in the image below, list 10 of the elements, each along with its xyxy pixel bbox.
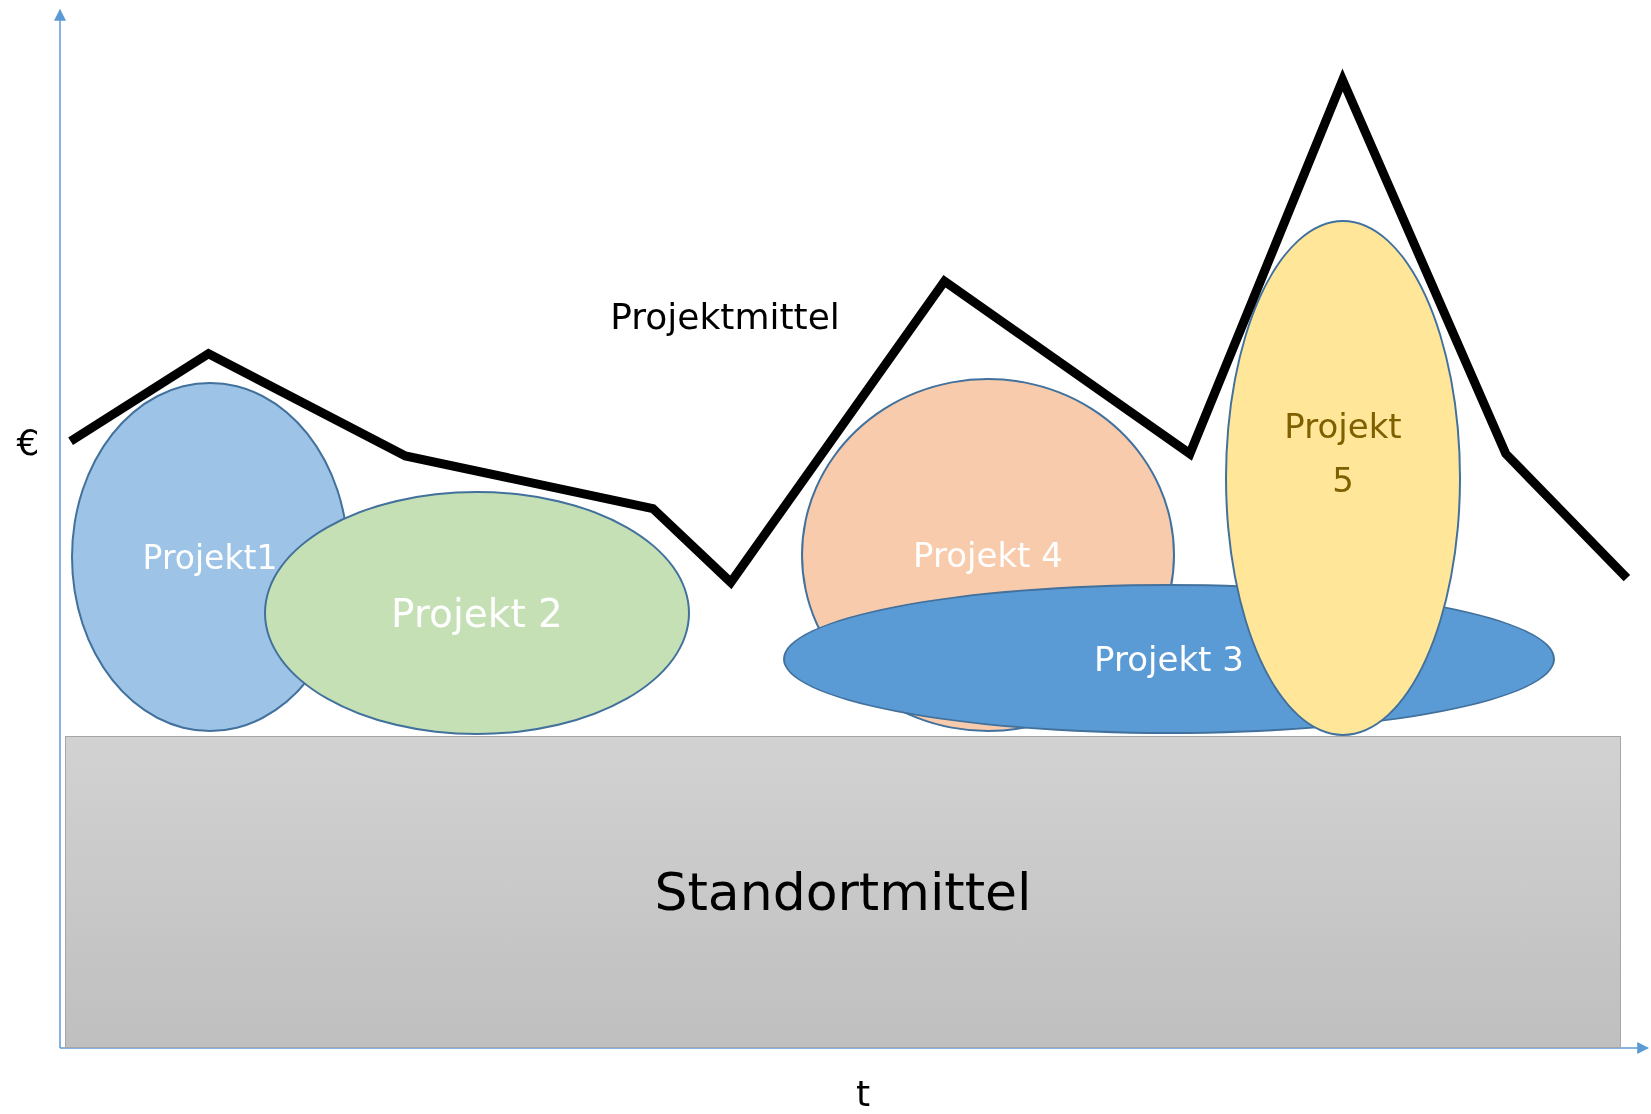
bar-label: Standortmittel <box>654 862 1032 922</box>
funding-caption: Projektmittel <box>610 295 840 337</box>
project-label: Projekt 4 <box>913 535 1063 575</box>
project-label: Projekt 3 <box>1094 639 1244 679</box>
axis-label: € <box>16 421 40 463</box>
base-funding-bar <box>65 736 1621 1048</box>
project-label: Projekt 2 <box>391 590 563 636</box>
axis-label: t <box>855 1072 871 1114</box>
project-label: Projekt 5 <box>1283 404 1403 502</box>
project-label: Projekt1 <box>142 537 278 577</box>
